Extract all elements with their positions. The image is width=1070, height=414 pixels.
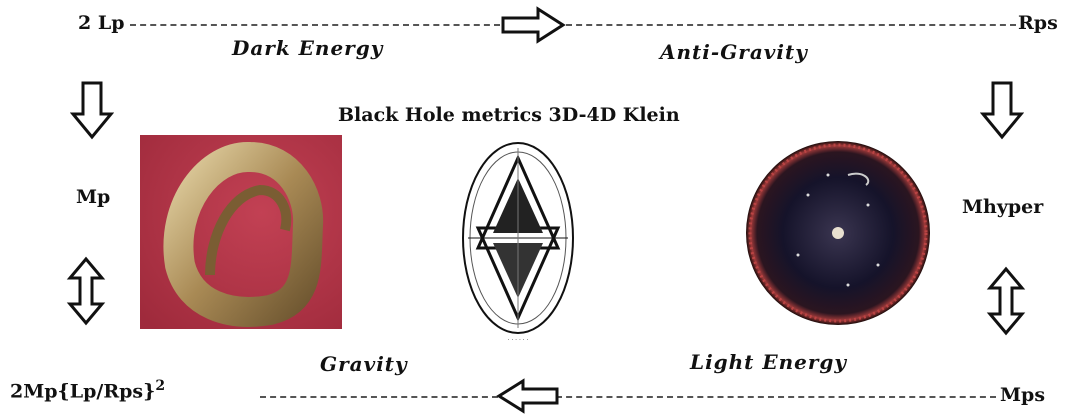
arrow-left-icon [496,378,560,414]
label-mp: Mp [76,186,110,208]
label-mps: Mps [1000,384,1045,406]
label-2mp-base: 2Mp{Lp/Rps} [10,380,155,402]
caption-gravity: Gravity [320,352,408,376]
bottom-dashed-line-right [556,396,996,398]
caption-dark-energy: Dark Energy [232,36,383,60]
center-title: Black Hole metrics 3D-4D Klein [338,104,680,126]
arrow-down-icon-left [70,80,114,140]
label-2mp-lp-rps: 2Mp{Lp/Rps}2 [10,378,165,402]
bottom-dashed-line-left [260,396,498,398]
arrow-updown-icon-left [66,256,106,326]
hexagram-seal-image: · · · · · · [458,138,578,348]
caption-light-energy: Light Energy [690,350,847,374]
arrow-down-icon-right [980,80,1024,140]
label-2-lp: 2 Lp [78,12,124,34]
label-rps: Rps [1018,12,1058,34]
label-mhyper: Mhyper [962,196,1043,218]
observable-universe-image [738,135,938,331]
caption-anti-gravity: Anti-Gravity [660,40,808,64]
mobius-strip-image [140,135,342,329]
arrow-right-icon [500,6,566,44]
top-dashed-line-left [130,24,500,26]
arrow-updown-icon-right [986,266,1026,336]
svg-text:· · · · · ·: · · · · · · [508,337,529,344]
top-dashed-line-right [566,24,1016,26]
label-2mp-exponent: 2 [155,378,165,394]
